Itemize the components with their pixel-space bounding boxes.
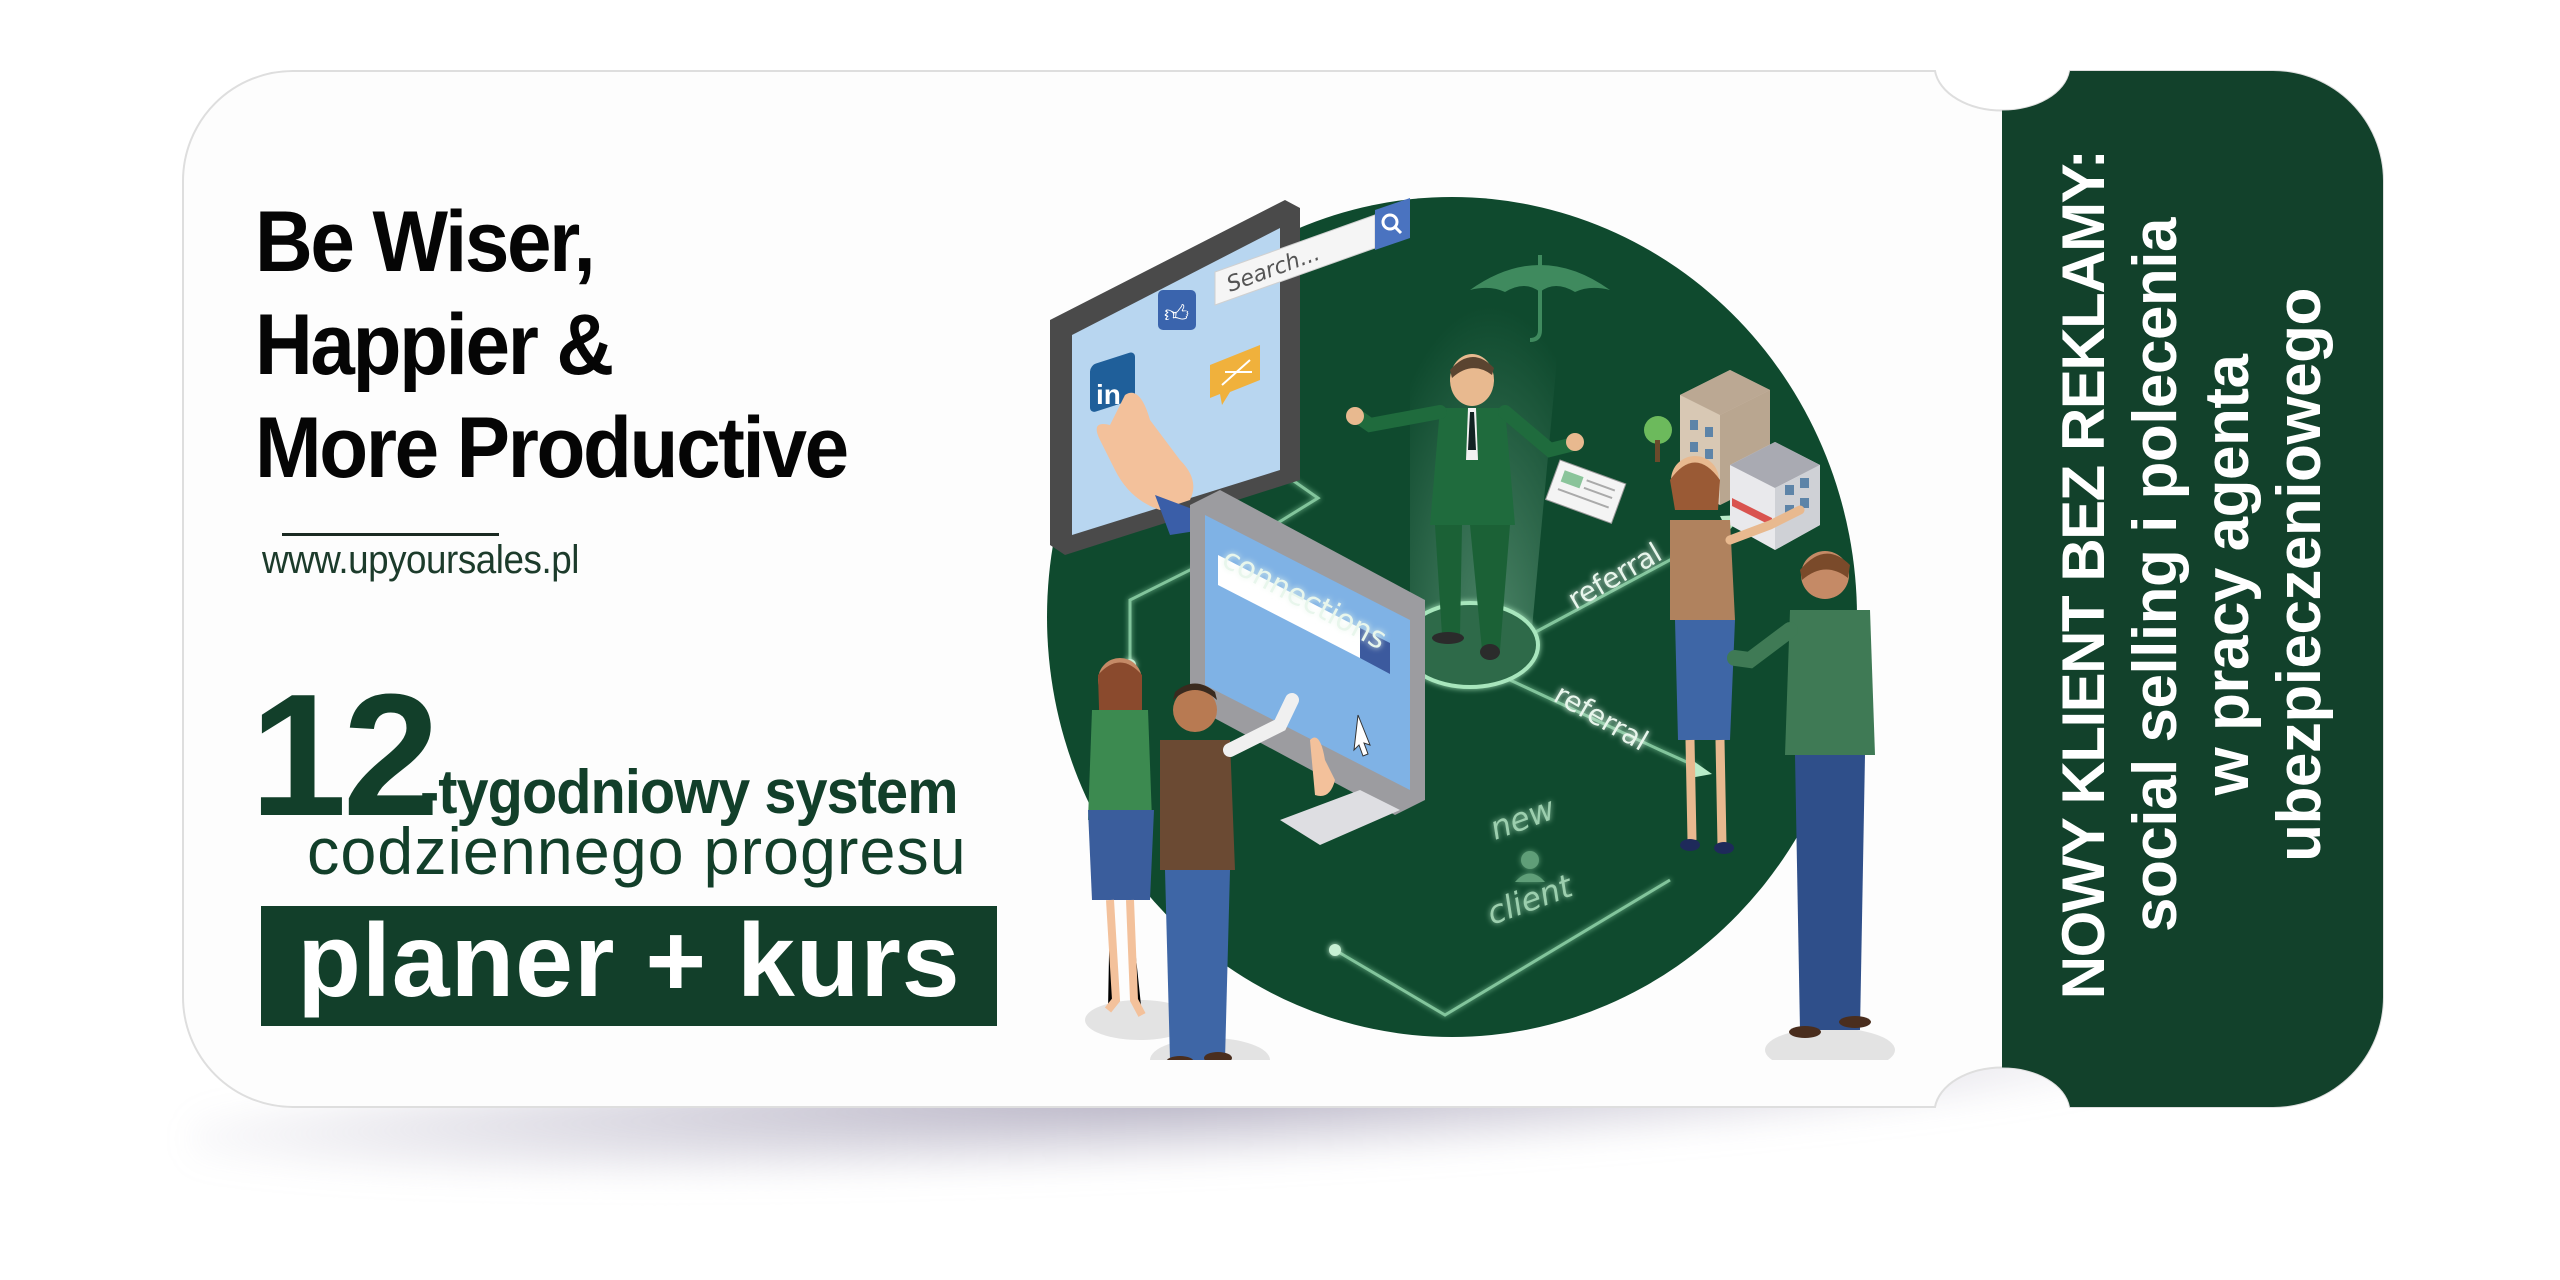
svg-text:in: in (1096, 379, 1121, 410)
svg-text:👍︎: 👍︎ (1164, 300, 1189, 328)
headline-line-3: More Productive (255, 400, 849, 496)
side-line-4: ubezpieczeniowego (2265, 288, 2334, 862)
document-icon (1544, 459, 1627, 525)
user-icon (1515, 851, 1545, 882)
message-bubble-icon (1210, 345, 1260, 405)
search-icon (1381, 213, 1399, 231)
thumbs-up-icon: 👍︎ (1158, 290, 1196, 330)
umbrella-icon (1470, 255, 1610, 342)
website-link[interactable]: www.upyoursales.pl (262, 538, 579, 582)
side-line-3: w pracy agenta (2193, 354, 2262, 796)
businessman-figure (1346, 354, 1584, 660)
program-subtitle: codziennego progresu (307, 814, 967, 888)
weeks-number: 12 (250, 657, 440, 852)
divider-line (282, 533, 499, 536)
headline-line-1: Be Wiser, (255, 194, 596, 290)
side-title: NOWY KLIENT BEZ REKLAMY: (2050, 150, 2117, 1000)
planer-kurs-badge[interactable]: planer + kurs (261, 906, 997, 1026)
people-left (1085, 658, 1299, 1060)
headline-line-2: Happier & (255, 297, 614, 393)
linkedin-icon: in (1090, 352, 1135, 412)
program-title: -tygodniowy system (420, 758, 958, 827)
people-right (1670, 456, 1895, 1060)
side-panel-text: NOWY KLIENT BEZ REKLAMY: social selling … (2048, 125, 2336, 1025)
badge-label: planer + kurs (297, 903, 961, 1019)
social-selling-illustration: in 👍︎ Search... (1047, 197, 1895, 1060)
side-line-2: social selling i polecenia (2121, 217, 2190, 933)
side-panel-bg (2002, 71, 2383, 1107)
